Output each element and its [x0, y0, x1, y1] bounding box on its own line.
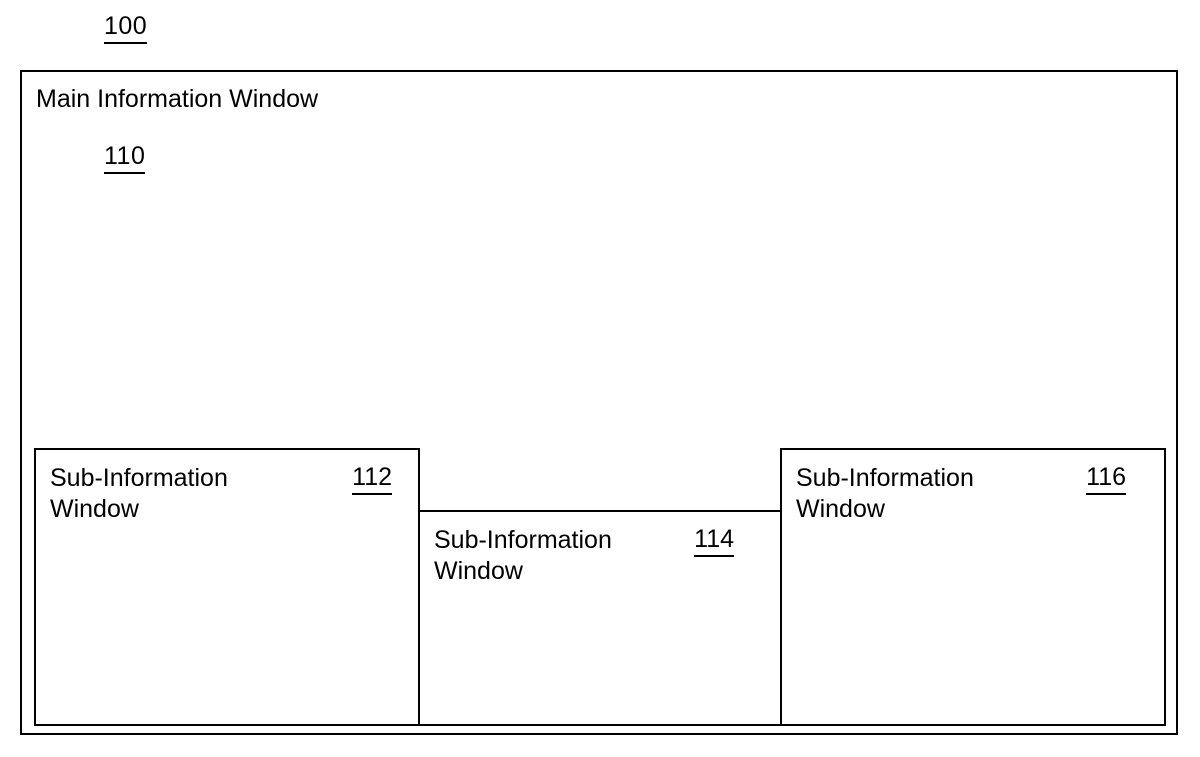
sub-information-window-116: Sub-Information Window 116	[780, 448, 1166, 726]
sub-window-114-content: Sub-Information Window 114	[434, 525, 772, 586]
sub-window-116-title: Sub-Information Window	[796, 464, 974, 523]
sub-window-116-content: Sub-Information Window 116	[796, 463, 1156, 524]
sub-window-114-reference: 114	[694, 525, 734, 557]
sub-window-116-row: Sub-Information Window 116	[796, 463, 1156, 524]
figure-reference-100: 100	[104, 12, 148, 44]
sub-window-114-row: Sub-Information Window 114	[434, 525, 772, 586]
sub-window-112-row: Sub-Information Window 112	[50, 463, 410, 524]
sub-window-112-content: Sub-Information Window 112	[50, 463, 410, 524]
main-window-reference-110-text: 110	[104, 142, 146, 174]
main-window-reference-110: 110	[104, 142, 146, 174]
figure-reference-100-text: 100	[104, 12, 148, 44]
sub-window-112-title: Sub-Information Window	[50, 464, 228, 523]
main-information-window-title: Main Information Window	[36, 85, 319, 113]
sub-window-112-reference-text: 112	[352, 463, 392, 495]
sub-information-window-112: Sub-Information Window 112	[34, 448, 420, 726]
sub-information-window-114: Sub-Information Window 114	[418, 510, 782, 726]
sub-window-116-reference-text: 116	[1086, 463, 1126, 495]
sub-window-112-reference: 112	[352, 463, 392, 495]
sub-window-114-title: Sub-Information Window	[434, 526, 612, 585]
sub-window-116-reference: 116	[1086, 463, 1126, 495]
sub-window-114-reference-text: 114	[694, 525, 734, 557]
